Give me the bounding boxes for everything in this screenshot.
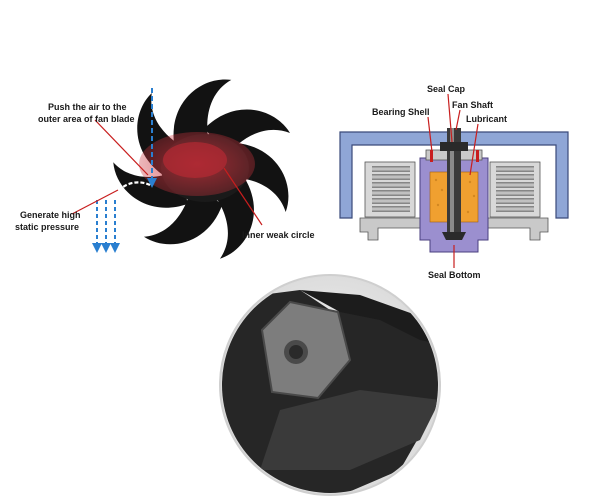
leader-line-lubricant <box>469 123 479 176</box>
closeup-lower-blade <box>260 390 438 470</box>
leader-line-bearing-shell <box>427 116 433 153</box>
seal-cap <box>440 142 468 151</box>
fan-blade <box>173 79 232 147</box>
label-inner-weak-circle: Inner weak circle <box>242 230 315 240</box>
shaft-screw <box>442 232 466 240</box>
leader-line-push-air <box>94 119 149 176</box>
fan-diagram: Push the air to the outer area of fan bl… <box>15 79 315 259</box>
leader-line-inner-circle <box>223 167 263 226</box>
fan-impeller <box>113 79 290 259</box>
fan-blade <box>113 162 188 208</box>
label-lubricant: Lubricant <box>466 114 507 124</box>
bearing-diagram: Seal Cap Bearing Shell Fan Shaft Lubrica… <box>339 84 569 280</box>
label-seal-cap: Seal Cap <box>427 84 466 94</box>
label-fan-shaft: Fan Shaft <box>452 100 493 110</box>
stator-coil-left <box>364 161 416 218</box>
label-push-air-line2: outer area of fan blade <box>38 114 135 124</box>
label-seal-bottom: Seal Bottom <box>428 270 481 280</box>
base-plate <box>359 217 549 241</box>
arrowhead <box>147 178 157 188</box>
housing-frame <box>339 131 569 219</box>
label-generate-line1: Generate high <box>20 210 81 220</box>
leader-line-fan-shaft <box>455 109 461 131</box>
arrowhead <box>113 188 121 198</box>
label-generate-line2: static pressure <box>15 222 79 232</box>
hub-center-highlight <box>163 142 227 178</box>
static-pressure-arrows <box>92 200 120 253</box>
closeup-photo <box>219 274 441 496</box>
label-push-air-line1: Push the air to the <box>48 102 127 112</box>
label-bearing-shell: Bearing Shell <box>372 107 430 117</box>
closeup-upper-arm <box>300 290 438 345</box>
stator-coil-right <box>489 161 541 218</box>
leader-line-seal-cap <box>447 93 453 143</box>
leader-line-generate <box>71 189 119 215</box>
